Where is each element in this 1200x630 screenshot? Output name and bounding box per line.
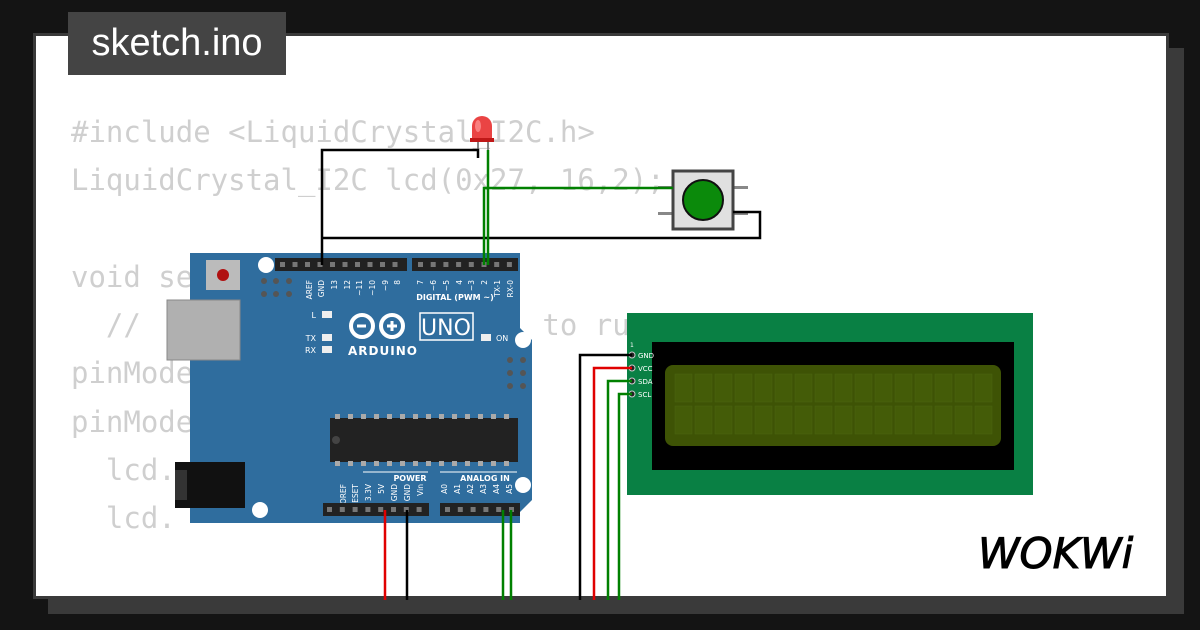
analog-pin-label: A0 (440, 484, 449, 494)
lcd-pin-label: SCL (638, 391, 651, 399)
lcd-pin-label: SDA (638, 378, 653, 386)
code-line: #include <LiquidCrystal_I2C.h> (71, 115, 595, 149)
power-pin-label: 3.3V (364, 483, 373, 501)
led-rx (322, 346, 332, 353)
arduino-brand-text: ARDUINO (348, 344, 418, 358)
digital-pin-label: 8 (393, 280, 402, 285)
code-line: lcd. (71, 453, 176, 488)
power-pin-label: IOREF (339, 484, 348, 506)
lcd-pin1-marker: 1 (630, 342, 634, 349)
lcd-1602-i2c[interactable]: GND VCC SDA SCL 1 (627, 313, 1033, 495)
digital-pin-label: 13 (330, 280, 339, 290)
code-line: lcd. (71, 501, 176, 536)
digital-pin-label: ~11 (355, 280, 364, 296)
code-line: void se (71, 259, 194, 294)
led-label-tx: TX (305, 334, 317, 343)
digital-pin-label: ~3 (467, 280, 476, 291)
code-line: pinMode (71, 404, 194, 439)
red-led[interactable] (470, 116, 494, 158)
code-line: LiquidCrystal_I2C lcd(0x27, 16,2); (71, 163, 665, 198)
analog-header (440, 503, 520, 516)
model-box (419, 312, 474, 341)
wokwi-logo-text: WOKWi (978, 529, 1134, 578)
led-label-rx: RX (305, 346, 317, 355)
wokwi-logo[interactable]: WOKWi (978, 528, 1153, 582)
power-pin-label: RESET (351, 484, 360, 508)
led-label-l: L (312, 311, 317, 320)
led-tx (322, 334, 332, 341)
digital-pin-label: GND (317, 280, 326, 297)
digital-pin-label: ~5 (442, 280, 451, 291)
digital-pin-label: AREF (305, 280, 314, 299)
wires (320, 148, 762, 600)
power-pin-label: 5V (377, 483, 386, 494)
digital-pin-label: 4 (455, 280, 464, 285)
digital-pin-label: 12 (343, 280, 352, 290)
code-background: #include <LiquidCrystal_I2C.h> LiquidCrys… (71, 108, 752, 596)
power-pin-label: GND (390, 484, 399, 501)
green-pushbutton[interactable] (658, 169, 748, 231)
power-header (323, 503, 429, 516)
power-pin-label: GND (403, 484, 412, 501)
analog-pin-label: A2 (466, 484, 475, 494)
digital-pin-label: ~9 (381, 280, 390, 291)
digital-pin-label: 7 (416, 280, 425, 285)
lcd-pin-label: VCC (638, 365, 653, 373)
analog-pin-label: A3 (479, 484, 488, 494)
analog-header-label: ANALOG IN (460, 474, 510, 483)
digital-pin-label: ~6 (429, 280, 438, 291)
analog-pin-label: A4 (492, 484, 501, 494)
led-label-on: ON (496, 334, 508, 343)
lcd-pin-label: GND (638, 352, 654, 360)
code-line: pinMode (71, 356, 194, 391)
digital-pin-label: 2 (480, 280, 489, 285)
digital-pin-label: ~10 (368, 280, 377, 296)
power-header-label: POWER (393, 474, 426, 483)
digital-pin-label: RX-0 (506, 280, 515, 298)
arduino-logo (349, 313, 405, 339)
atmega-chip (330, 418, 518, 462)
arduino-model-text: UNO (421, 316, 471, 341)
digital-pin-label: TX-1 (493, 280, 502, 298)
analog-pin-label: A1 (453, 484, 462, 494)
digital-header-right (412, 258, 518, 271)
led-on (481, 334, 491, 341)
wokwi-logo-graphic: WOKWi (978, 529, 1135, 579)
file-name-tab[interactable]: sketch.ino (68, 12, 286, 75)
digital-header-left (275, 258, 407, 271)
led-l (322, 311, 332, 318)
analog-pin-label: A5 (505, 484, 514, 494)
digital-header-label: DIGITAL (PWM ~) (416, 293, 494, 302)
usb-port (166, 299, 241, 361)
power-pin-label: Vin (416, 484, 425, 496)
